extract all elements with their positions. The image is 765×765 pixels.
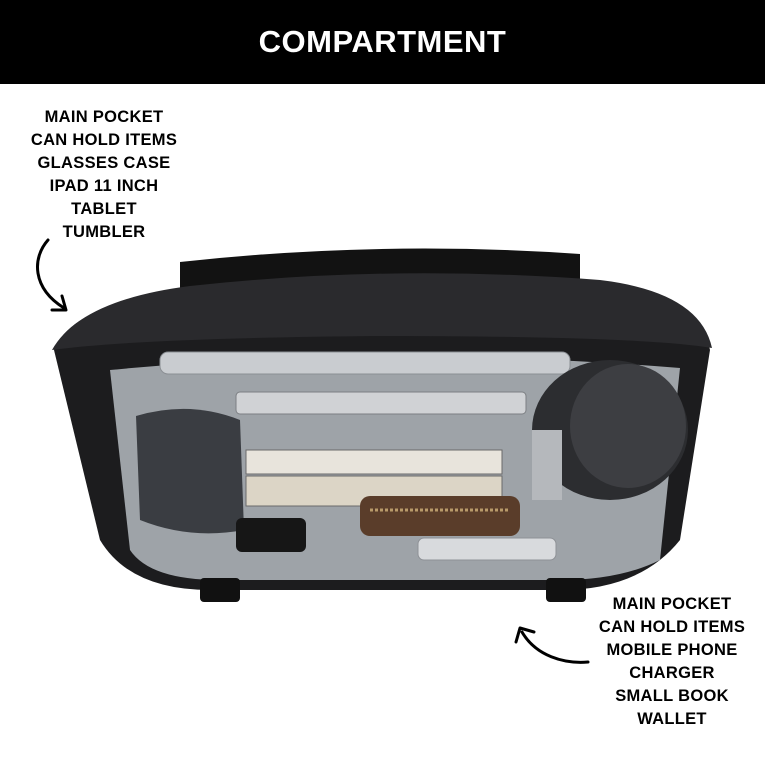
callout-line: GLASSES CASE bbox=[37, 154, 171, 172]
callout-line: TABLET bbox=[71, 200, 137, 218]
callout-main-pocket-top: MAIN POCKET CAN HOLD ITEMS GLASSES CASE … bbox=[14, 106, 194, 244]
callout-line: TUMBLER bbox=[62, 223, 146, 241]
callout-line: SMALL BOOK bbox=[615, 687, 729, 705]
header-banner: COMPARTMENT bbox=[0, 0, 765, 84]
callout-line: MAIN POCKET bbox=[612, 595, 732, 613]
curved-arrow-icon bbox=[514, 626, 590, 664]
callout-line: MAIN POCKET bbox=[44, 108, 164, 126]
callout-line: WALLET bbox=[637, 710, 707, 728]
callout-line: IPAD 11 INCH bbox=[49, 177, 159, 195]
page-title: COMPARTMENT bbox=[258, 24, 507, 59]
callout-line: CHARGER bbox=[629, 664, 715, 682]
callout-line: CAN HOLD ITEMS bbox=[598, 618, 746, 636]
messenger-bag-interior-image bbox=[52, 248, 712, 602]
callout-line: CAN HOLD ITEMS bbox=[30, 131, 178, 149]
callout-line: MOBILE PHONE bbox=[606, 641, 738, 659]
callout-main-pocket-bottom: MAIN POCKET CAN HOLD ITEMS MOBILE PHONE … bbox=[582, 593, 762, 731]
curved-arrow-icon bbox=[36, 238, 68, 312]
